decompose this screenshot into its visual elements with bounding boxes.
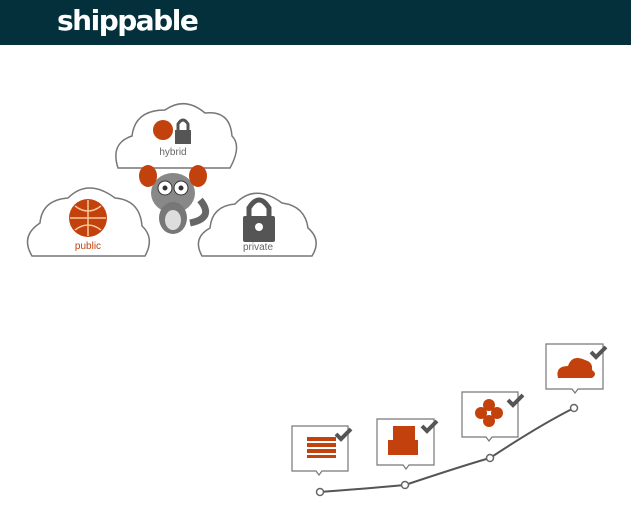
cloud-hero-illustration: hybrid public private <box>26 103 317 257</box>
step-card-3[interactable] <box>461 391 525 442</box>
hybrid-icons <box>153 118 191 144</box>
deployment-steps <box>291 343 608 497</box>
svg-text:public: public <box>75 241 101 252</box>
step-node <box>485 453 495 463</box>
mascot-lemur <box>139 165 210 234</box>
cluster-icon <box>475 399 503 427</box>
step-card-4[interactable] <box>545 343 608 394</box>
check-icon <box>506 393 525 408</box>
top-header: shippable <box>0 0 631 45</box>
lock-icon <box>175 130 191 144</box>
step-card-2[interactable] <box>376 418 439 470</box>
svg-text:hybrid: hybrid <box>159 147 186 158</box>
check-icon <box>589 345 608 360</box>
step-card-1[interactable] <box>291 425 353 476</box>
step-node <box>569 403 579 413</box>
svg-text:private: private <box>243 242 273 253</box>
firewall-icon <box>307 437 336 458</box>
step-node <box>400 480 410 490</box>
cloud-icon <box>557 358 595 378</box>
shippable-logo[interactable]: shippable <box>57 4 199 37</box>
globe-icon <box>153 120 173 140</box>
check-icon <box>334 427 353 442</box>
step-node <box>315 487 325 497</box>
containers-icon <box>388 426 418 455</box>
check-icon <box>420 419 439 434</box>
